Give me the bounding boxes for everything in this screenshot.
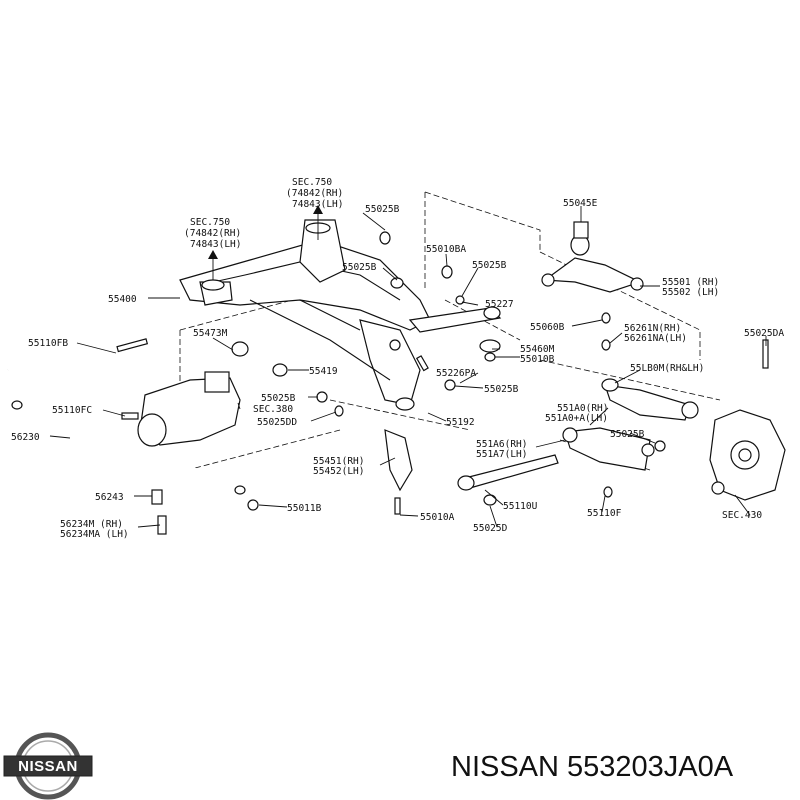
label-74842-top: (74842(RH) — [286, 188, 343, 199]
label-55025D: 55025D — [473, 523, 508, 534]
label-551A0: 551A0(RH) — [557, 403, 608, 414]
label-55400: 55400 — [108, 294, 137, 305]
label-55010BA: 55010BA — [426, 244, 466, 255]
stabilizer-bar-56230 — [5, 369, 246, 535]
label-56234M: 56234M (RH) — [60, 519, 123, 530]
label-551A0A: 551A0+A(LH) — [545, 413, 608, 424]
label-55010A: 55010A — [420, 512, 455, 523]
label-55060B: 55060B — [530, 322, 565, 333]
label-sec430: SEC.430 — [722, 510, 762, 521]
leader-lines — [49, 206, 767, 528]
label-sec750-top: SEC.750 — [292, 177, 332, 188]
label-56261N: 56261N(RH) — [624, 323, 681, 334]
label-56230: 56230 — [11, 432, 40, 443]
label-74843-top: 74843(LH) — [292, 199, 343, 210]
part-number-title: NISSAN 553203JA0A — [451, 751, 734, 783]
label-55011B: 55011B — [287, 503, 322, 514]
label-56234MA: 56234MA (LH) — [60, 529, 129, 540]
bracket-55451 — [384, 429, 413, 492]
upper-link-55501 — [541, 221, 644, 293]
label-55460M: 55460M — [520, 344, 555, 355]
label-56261NA: 56261NA(LH) — [624, 333, 687, 344]
rear-subframe-55400 — [179, 219, 431, 411]
label-55LB0M: 55LB0M(RH&LH) — [630, 363, 704, 374]
lower-arm-55LB0M — [601, 378, 699, 421]
label-55025B-f: 55025B — [610, 429, 645, 440]
label-55025DA: 55025DA — [744, 328, 784, 339]
axle-knuckle-sec430 — [709, 409, 786, 501]
label-55502: 55502 (LH) — [662, 287, 719, 298]
label-55025B-e: 55025B — [261, 393, 296, 404]
rod-55110U — [457, 454, 559, 491]
label-55025B-b: 55025B — [342, 262, 377, 273]
label-55110FB: 55110FB — [28, 338, 68, 349]
label-55110FC: 55110FC — [52, 405, 92, 416]
label-55473M: 55473M — [193, 328, 228, 339]
label-55025B-a: 55025B — [365, 204, 400, 215]
label-55227: 55227 — [485, 299, 514, 310]
label-74843-left: 74843(LH) — [190, 239, 241, 250]
label-55501: 55501 (RH) — [662, 277, 719, 288]
label-55110U: 55110U — [503, 501, 538, 512]
label-55010B: 55010B — [520, 354, 555, 365]
label-74842-left: (74842(RH) — [184, 228, 241, 239]
part-labels: SEC.750 (74842(RH) 74843(LH) SEC.750 (74… — [11, 177, 784, 540]
label-55045E: 55045E — [563, 198, 598, 209]
section-arrows — [208, 205, 323, 280]
link-551A0 — [562, 427, 655, 471]
label-55226PA: 55226PA — [436, 368, 476, 379]
label-55419: 55419 — [309, 366, 338, 377]
label-sec380: SEC.380 — [253, 404, 293, 415]
label-55451: 55451(RH) — [313, 456, 364, 467]
nissan-logo-text: NISSAN — [18, 758, 78, 775]
nissan-logo: NISSAN — [3, 732, 93, 800]
differential-sec380 — [137, 371, 241, 447]
label-55025B-c: 55025B — [472, 260, 507, 271]
label-55025DD: 55025DD — [257, 417, 297, 428]
label-551A6: 551A6(RH) — [476, 439, 527, 450]
label-55025B-d: 55025B — [484, 384, 519, 395]
label-56243: 56243 — [95, 492, 124, 503]
label-551A7: 551A7(LH) — [476, 449, 527, 460]
label-55192: 55192 — [446, 417, 475, 428]
label-55452: 55452(LH) — [313, 466, 364, 477]
label-55110F: 55110F — [587, 508, 622, 519]
label-sec750-left: SEC.750 — [190, 217, 230, 228]
rod-55227 — [408, 306, 502, 333]
